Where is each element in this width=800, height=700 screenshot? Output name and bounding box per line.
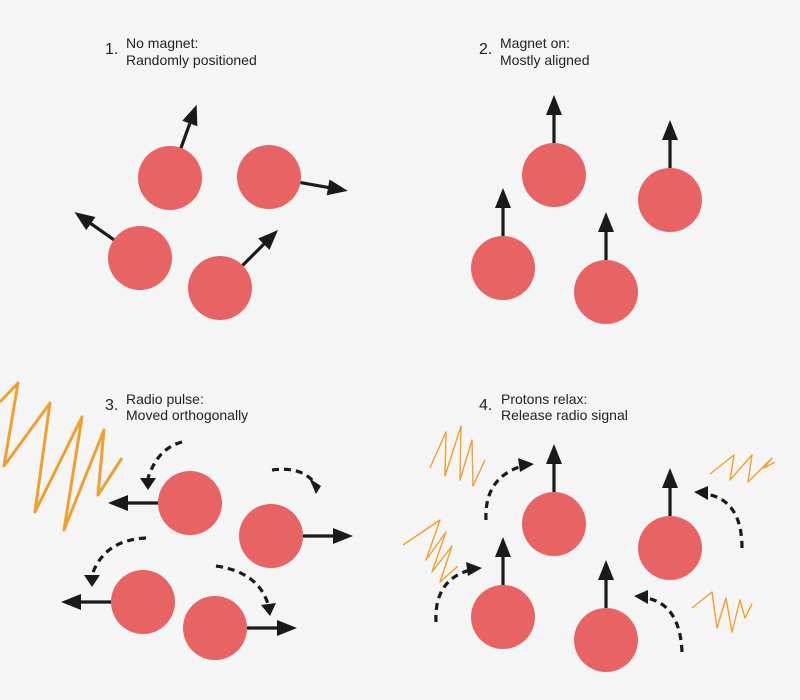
panel-3-title: Radio pulse: bbox=[126, 391, 204, 407]
spin-arrow bbox=[546, 95, 562, 143]
proton bbox=[471, 585, 535, 649]
spin-arrowhead bbox=[74, 212, 96, 231]
proton bbox=[138, 146, 202, 210]
rotation-arrowhead bbox=[261, 603, 276, 616]
rotation-path bbox=[215, 564, 270, 605]
rotation-arrowhead bbox=[309, 478, 321, 494]
spin-arrowhead bbox=[108, 495, 128, 511]
rotation-path bbox=[645, 596, 684, 653]
proton bbox=[574, 260, 638, 324]
rotation-path bbox=[705, 492, 744, 549]
proton bbox=[522, 143, 586, 207]
proton bbox=[158, 471, 222, 535]
radio-signal-wave bbox=[402, 519, 459, 583]
rotation-path bbox=[271, 467, 316, 484]
spin-vectors-layer bbox=[61, 95, 678, 636]
panel-2-number: 2. bbox=[479, 41, 492, 58]
radio-pulse-wave bbox=[0, 381, 124, 532]
panel-3-subtitle: Moved orthogonally bbox=[126, 407, 248, 423]
spin-arrow bbox=[598, 212, 614, 260]
spin-arrow bbox=[303, 528, 353, 544]
radio-signal-wave bbox=[429, 425, 486, 487]
rotation-arrowhead bbox=[518, 458, 534, 472]
spin-arrow bbox=[495, 537, 511, 585]
panel-2-title: Magnet on: bbox=[500, 35, 570, 51]
spin-arrow bbox=[598, 560, 614, 608]
proton bbox=[574, 608, 638, 672]
spin-arrow bbox=[247, 620, 297, 636]
rotation-arrowhead bbox=[466, 562, 482, 576]
spin-arrowhead bbox=[598, 212, 614, 232]
spin-arrow bbox=[179, 104, 198, 149]
panel-4-number: 4. bbox=[479, 397, 492, 414]
proton bbox=[183, 596, 247, 660]
panel-3-number: 3. bbox=[105, 397, 118, 414]
radio-signal-wave bbox=[709, 454, 776, 483]
panel-4-title: Protons relax: bbox=[501, 391, 587, 407]
rotation-arrows bbox=[84, 440, 744, 653]
spin-arrowhead bbox=[61, 594, 81, 610]
proton bbox=[638, 168, 702, 232]
spin-arrow bbox=[662, 120, 678, 168]
spin-arrowhead bbox=[598, 560, 614, 580]
rotation-path bbox=[146, 440, 183, 479]
rotation-path bbox=[484, 464, 523, 521]
proton bbox=[471, 236, 535, 300]
panel-1-number: 1. bbox=[105, 41, 118, 58]
panel-1-label: 1. No magnet: Randomly positioned bbox=[105, 35, 257, 68]
rotation-arrowhead bbox=[84, 575, 100, 587]
spin-arrowhead bbox=[495, 537, 511, 557]
spin-arrow-shaft bbox=[241, 241, 267, 267]
spin-arrow bbox=[546, 444, 562, 492]
spin-arrow-shaft bbox=[300, 180, 331, 190]
panel-1-subtitle: Randomly positioned bbox=[126, 52, 257, 68]
panel-4-label: 4. Protons relax: Release radio signal bbox=[479, 391, 628, 423]
spin-arrow bbox=[74, 212, 115, 241]
protons-layer bbox=[108, 143, 702, 672]
proton bbox=[111, 570, 175, 634]
rotation-arrowhead bbox=[634, 590, 648, 604]
panel-3-label: 3. Radio pulse: Moved orthogonally bbox=[105, 391, 248, 423]
radio-signal-wave bbox=[691, 591, 753, 633]
spin-arrow bbox=[241, 230, 278, 267]
spin-arrow bbox=[108, 495, 158, 511]
rotation-arrowhead bbox=[694, 486, 708, 500]
rotation-path bbox=[434, 568, 471, 623]
spin-arrowhead bbox=[662, 120, 678, 140]
spin-arrow-shaft bbox=[179, 121, 193, 149]
proton bbox=[638, 516, 702, 580]
proton bbox=[522, 492, 586, 556]
proton bbox=[237, 145, 301, 209]
panel-4-radio-signals bbox=[402, 425, 776, 633]
panel-2-label: 2. Magnet on: Mostly aligned bbox=[479, 35, 590, 68]
spin-arrowhead bbox=[258, 230, 278, 250]
rotation-arrowhead bbox=[140, 478, 156, 490]
spin-arrow bbox=[61, 594, 111, 610]
rotation-path bbox=[90, 536, 147, 576]
spin-arrowhead bbox=[495, 188, 511, 208]
proton bbox=[108, 226, 172, 290]
spin-arrowhead bbox=[546, 95, 562, 115]
spin-arrow bbox=[300, 179, 348, 196]
proton bbox=[188, 256, 252, 320]
spin-arrow-shaft bbox=[88, 221, 115, 241]
panel-1-title: No magnet: bbox=[126, 35, 198, 51]
proton bbox=[239, 504, 303, 568]
spin-arrow bbox=[495, 188, 511, 236]
spin-arrowhead bbox=[662, 468, 678, 488]
spin-arrowhead bbox=[277, 620, 297, 636]
spin-arrowhead bbox=[546, 444, 562, 464]
panel-4-subtitle: Release radio signal bbox=[501, 407, 628, 423]
spin-arrow bbox=[662, 468, 678, 516]
spin-arrowhead bbox=[182, 104, 198, 127]
spin-arrowhead bbox=[326, 179, 348, 196]
panel-3-radio-pulse bbox=[0, 381, 124, 532]
spin-arrowhead bbox=[333, 528, 353, 544]
panel-2-subtitle: Mostly aligned bbox=[500, 52, 590, 68]
